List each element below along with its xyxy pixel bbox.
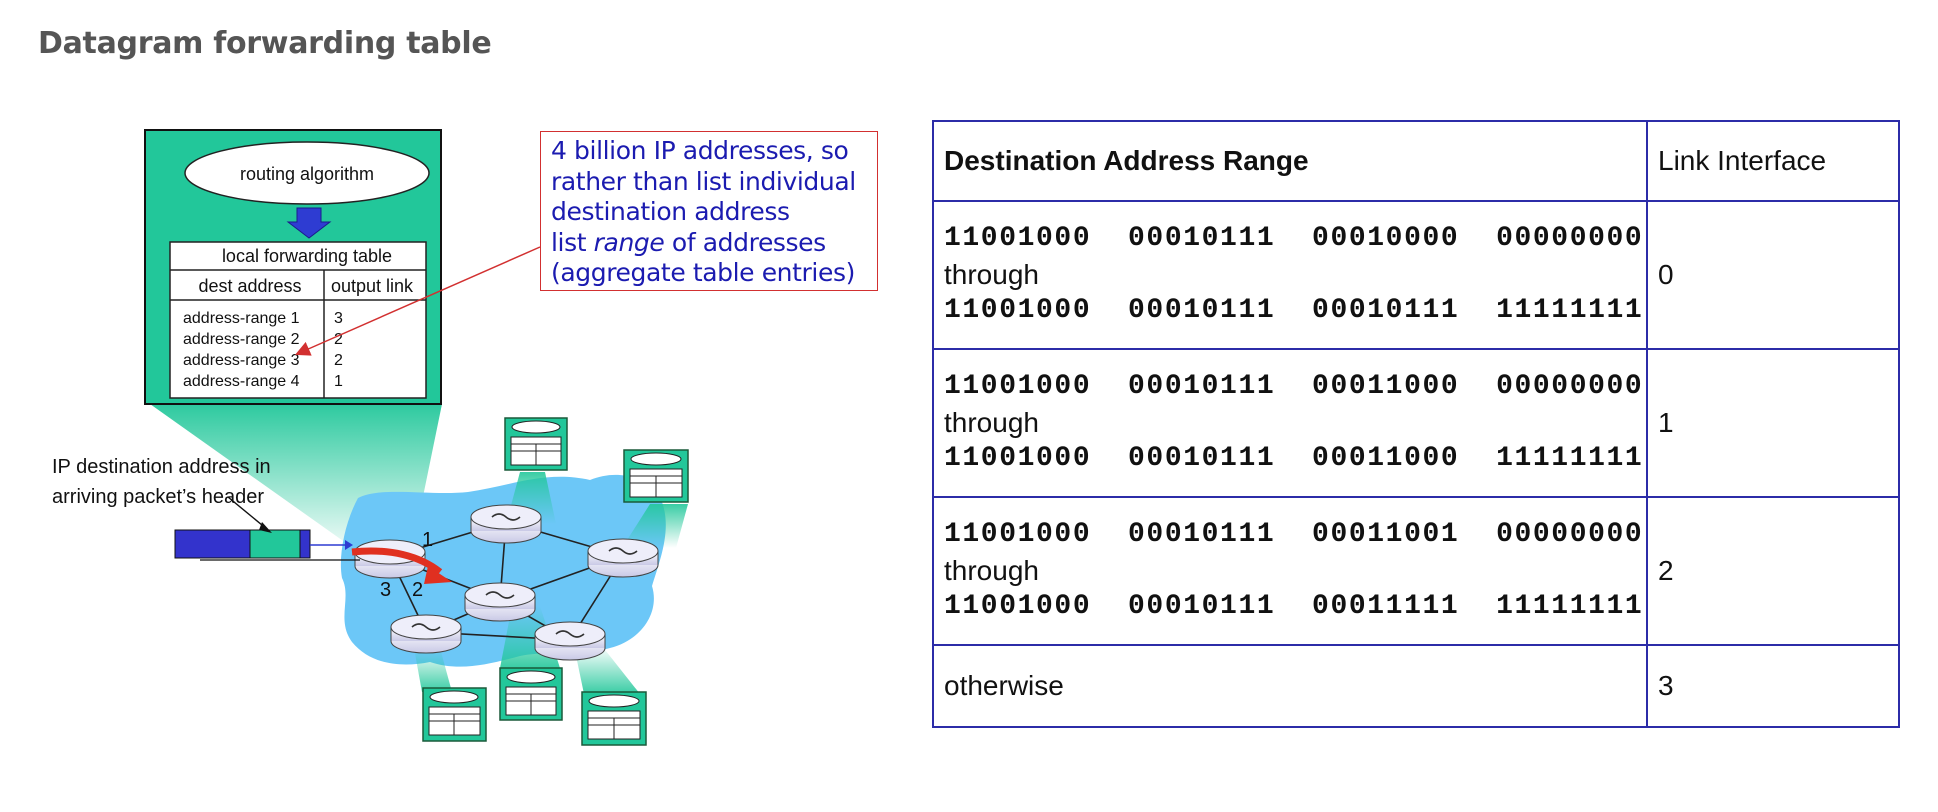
callout-line: destination address (551, 197, 790, 226)
entry-range: address-range 1 (183, 310, 300, 327)
entry-link: 1 (334, 373, 343, 390)
header-destination-range: Destination Address Range (932, 120, 1648, 202)
link-cell: 2 (1646, 496, 1900, 646)
through-label: through (944, 407, 1039, 438)
callout-box: 4 billion IP addresses, so rather than l… (540, 131, 878, 291)
packet-caption: IP destination address in arriving packe… (52, 452, 271, 512)
forwarding-arrow (351, 547, 443, 575)
entry-link: 3 (334, 310, 343, 327)
range-cell: 11001000 00010111 00011001 00000000 thro… (932, 496, 1648, 646)
page-title: Datagram forwarding table (38, 26, 492, 61)
packet-caption-line: arriving packet’s header (52, 486, 264, 508)
small-table-icon (422, 687, 487, 742)
router (470, 504, 542, 544)
callout-line-prefix: list (551, 227, 594, 257)
callout-line: rather than list individual (551, 166, 856, 196)
router (534, 621, 606, 661)
range-start: 11001000 00010111 00011001 00000000 (944, 519, 1644, 550)
table-row: otherwise 3 (932, 644, 1900, 728)
through-label: through (944, 555, 1039, 586)
down-arrow-icon (286, 207, 332, 239)
link-cell: 0 (1646, 200, 1900, 350)
small-table-icon (623, 449, 689, 503)
router (587, 538, 659, 578)
range-end: 11001000 00010111 00011111 11111111 (944, 591, 1644, 622)
entry-link: 2 (334, 331, 343, 348)
through-label: through (944, 259, 1039, 290)
routing-algorithm-label: routing algorithm (240, 164, 374, 184)
small-table-icon (581, 691, 647, 746)
link-label: 3 (380, 579, 391, 601)
router (390, 614, 462, 654)
router (464, 582, 536, 622)
range-cell: 11001000 00010111 00010000 00000000 thro… (932, 200, 1648, 350)
callout-line: 4 billion IP addresses, so (551, 136, 849, 165)
range-start: 11001000 00010111 00010000 00000000 (944, 223, 1644, 254)
table-row: 11001000 00010111 00011001 00000000 thro… (932, 496, 1900, 646)
col-dest-address: dest address (198, 276, 301, 296)
router-forwarding-box: routing algorithm local forwarding table… (144, 129, 442, 405)
range-end: 11001000 00010111 00010111 11111111 (944, 295, 1644, 326)
small-table-icon (504, 417, 568, 471)
callout-line: (aggregate table entries) (551, 258, 855, 287)
otherwise-cell: otherwise (932, 644, 1648, 728)
range-end: 11001000 00010111 00011000 11111111 (944, 443, 1644, 474)
entry-range: address-range 3 (183, 352, 300, 369)
small-table-icon (499, 667, 563, 721)
header-link-interface: Link Interface (1646, 120, 1900, 202)
callout-line: list range of addresses (551, 228, 867, 259)
col-output-link: output link (331, 276, 414, 296)
table-row: 11001000 00010111 00010000 00000000 thro… (932, 200, 1900, 350)
entry-link: 2 (334, 352, 343, 369)
packet-icon (174, 529, 360, 561)
range-start: 11001000 00010111 00011000 00000000 (944, 371, 1644, 402)
entry-range: address-range 4 (183, 373, 300, 390)
table-header-row: Destination Address Range Link Interface (932, 120, 1900, 202)
beam-bottom-left (414, 648, 452, 692)
callout-range-word: range (593, 227, 665, 257)
packet-caption-line: IP destination address in (52, 456, 271, 478)
callout-line-suffix: of addresses (664, 227, 826, 257)
beam-right (622, 504, 688, 548)
forwarding-table-title: local forwarding table (222, 246, 392, 266)
range-cell: 11001000 00010111 00011000 00000000 thro… (932, 348, 1648, 498)
entry-range: address-range 2 (183, 331, 300, 348)
link-cell: 3 (1646, 644, 1900, 728)
forwarding-table: Destination Address Range Link Interface… (932, 120, 1900, 728)
link-cell: 1 (1646, 348, 1900, 498)
callout-pointer (295, 246, 541, 356)
link-label: 1 (422, 529, 433, 551)
table-row: 11001000 00010111 00011000 00000000 thro… (932, 348, 1900, 498)
link-label: 2 (412, 579, 423, 601)
